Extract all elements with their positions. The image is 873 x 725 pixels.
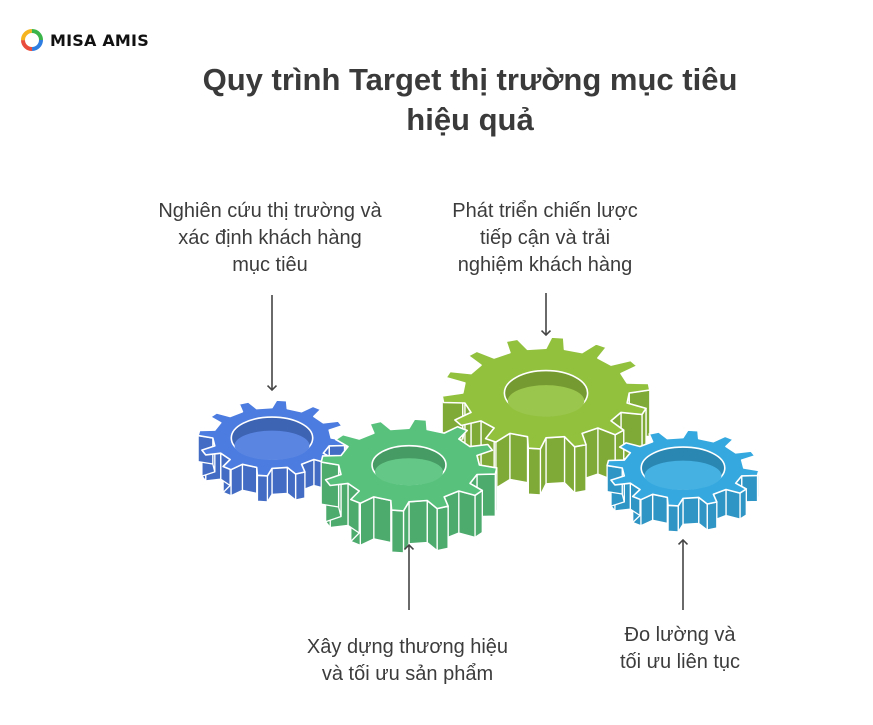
label-brand: Xây dựng thương hiệu và tối ưu sản phẩm [280,634,535,688]
label-brand-line-1: Xây dựng thương hiệu [306,636,509,658]
label-measure-line-1: Đo lường và [624,624,736,646]
gear-measure-icon [606,429,760,533]
label-research: Nghiên cứu thị trường và xác định khách … [125,198,415,279]
title-line-1: Quy trình Target thị trường mục tiêu [202,62,738,97]
misa-amis-logo-icon [21,29,43,51]
label-strategy-line-2: tiếp cận và trải [479,227,611,249]
label-research-line-1: Nghiên cứu thị trường và [158,200,382,222]
title-line-2: hiệu quả [406,102,534,137]
page-title: Quy trình Target thị trường mục tiêu hiệ… [140,60,800,140]
logo-text: MISA AMIS [50,30,149,50]
label-strategy-line-1: Phát triển chiến lược [452,200,638,222]
label-strategy-line-3: nghiệm khách hàng [457,254,633,276]
gear-brand-icon [320,418,498,554]
logo: MISA AMIS [20,26,149,54]
label-strategy: Phát triển chiến lược tiếp cận và trải n… [415,198,675,279]
label-measure: Đo lường và tối ưu liên tục [590,622,770,676]
label-measure-line-2: tối ưu liên tục [619,651,741,673]
label-brand-line-2: và tối ưu sản phẩm [321,663,494,685]
label-research-line-3: mục tiêu [232,254,308,276]
label-research-line-2: xác định khách hàng [178,227,362,249]
